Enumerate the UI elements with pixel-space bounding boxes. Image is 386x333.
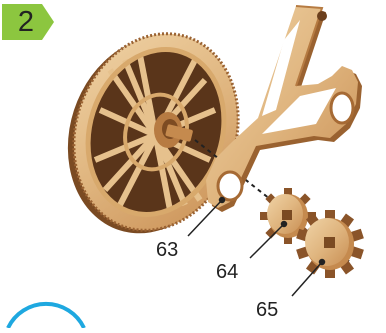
part-label-63: 63 bbox=[156, 240, 178, 260]
spoked-wheel bbox=[43, 12, 263, 255]
part-label-65: 65 bbox=[256, 300, 278, 320]
step-number: 2 bbox=[11, 4, 41, 40]
circle-hint bbox=[8, 304, 84, 328]
part-label-64: 64 bbox=[216, 262, 238, 282]
step-badge: 2 bbox=[2, 4, 56, 40]
